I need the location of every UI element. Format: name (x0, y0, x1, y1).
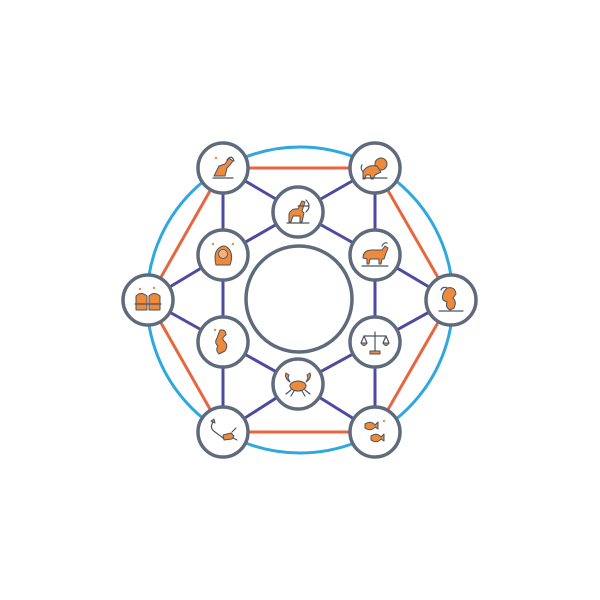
crab-icon (285, 372, 311, 397)
node-scorpio (196, 405, 250, 459)
node-virgo (196, 228, 250, 282)
node-sagittarius (271, 185, 325, 239)
maiden-icon (211, 242, 235, 266)
bull-icon (361, 242, 389, 267)
scales-icon (360, 331, 390, 355)
sea-goat-icon (438, 286, 464, 312)
node-libra (348, 315, 402, 369)
node-aries (196, 141, 250, 195)
node-leo (348, 141, 402, 195)
node-aquarius (196, 315, 250, 369)
center-circle (244, 244, 354, 354)
node-taurus (348, 228, 402, 282)
ram-icon (212, 156, 235, 179)
water-bearer-icon (213, 328, 228, 355)
fish-icon (364, 419, 386, 443)
node-gemini (121, 273, 175, 327)
scorpion-icon (210, 418, 238, 441)
node-pisces (348, 405, 402, 459)
lion-icon (360, 157, 388, 180)
node-capricorn (424, 273, 478, 327)
node-cancer (271, 357, 325, 411)
twins-icon (134, 286, 162, 311)
centaur-archer-icon (286, 199, 310, 224)
